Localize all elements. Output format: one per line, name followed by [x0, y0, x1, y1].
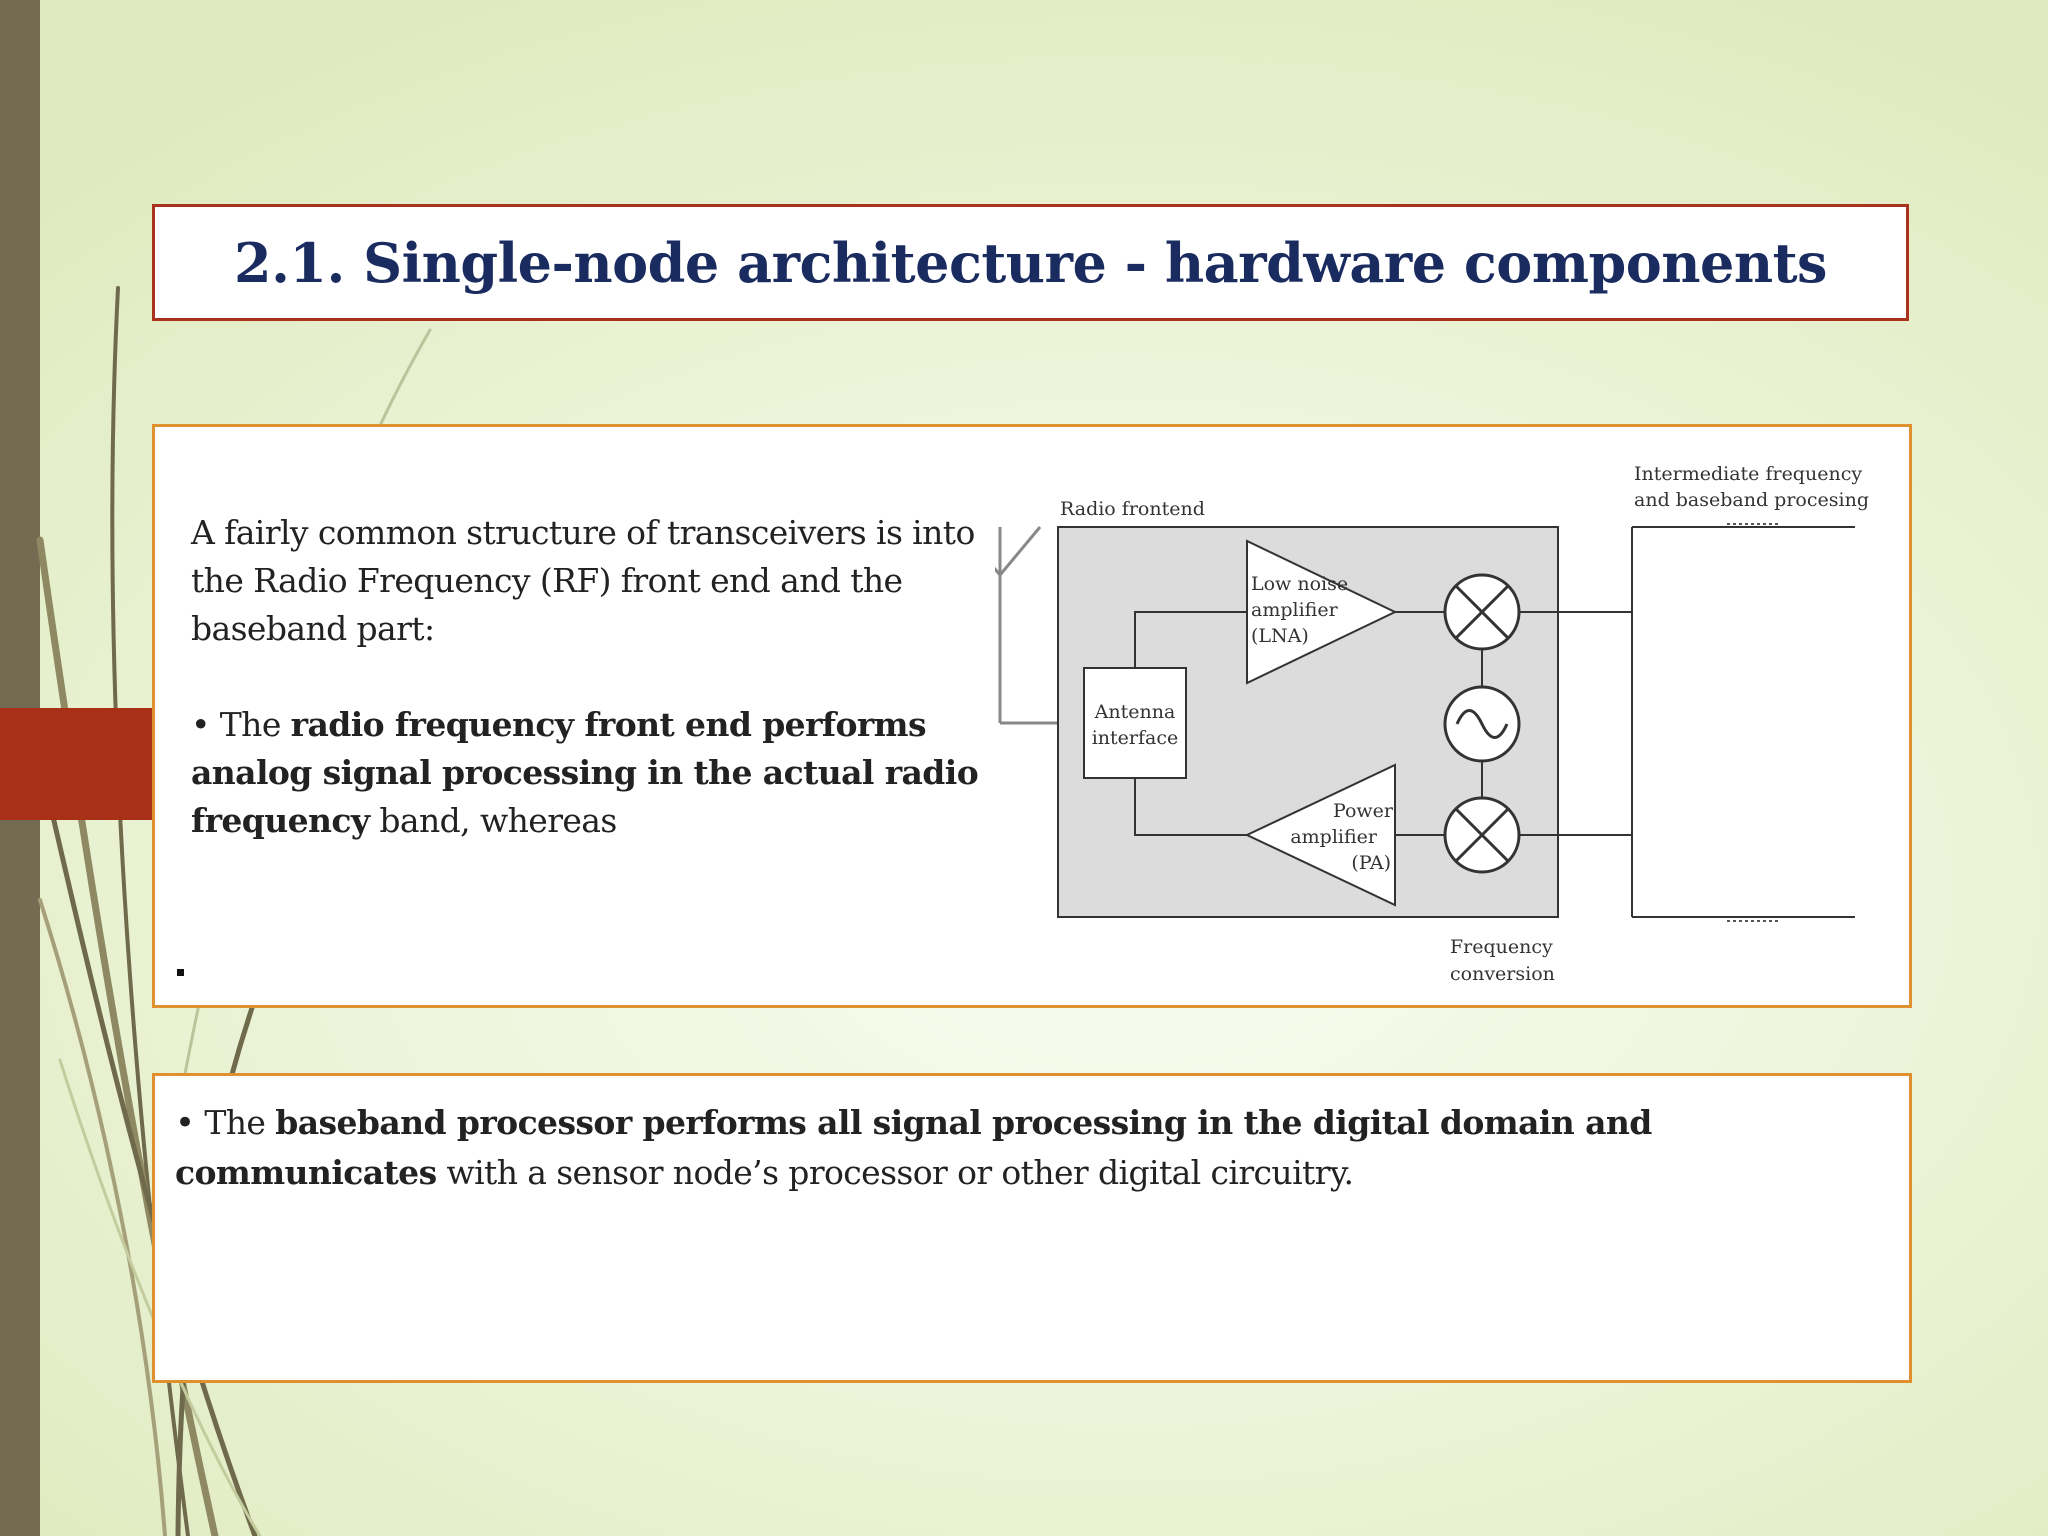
label-pa-3: (PA)	[1351, 852, 1391, 874]
baseband-bullet-lead: The	[204, 1103, 266, 1142]
stray-dot	[177, 969, 184, 976]
lna-amplifier	[1246, 539, 1398, 685]
label-lna-1: Low noise	[1251, 573, 1348, 595]
label-if-line1: Intermediate frequency	[1634, 463, 1862, 485]
transceiver-diagram: Radio frontend Intermediate frequency an…	[995, 463, 1869, 985]
baseband-bullet-rest: with a sensor node’s processor or other …	[446, 1153, 1354, 1192]
title-box: 2.1. Single-node architecture - hardware…	[152, 204, 1909, 321]
intro-text-block: A fairly common structure of transceiver…	[191, 509, 991, 845]
label-antenna-interface-2: interface	[1092, 727, 1179, 749]
label-pa-1: Power	[1333, 800, 1394, 822]
label-pa-2: amplifier	[1290, 826, 1378, 848]
mixer-top-icon	[1443, 573, 1521, 651]
label-antenna-interface-1: Antenna	[1094, 701, 1176, 723]
intro-paragraph: A fairly common structure of transceiver…	[191, 513, 975, 648]
antenna-interface-block	[1083, 667, 1187, 779]
baseband-bullet-bold: baseband processor performs all signal p…	[175, 1103, 1652, 1192]
baseband-bullet: • The baseband processor performs all si…	[175, 1098, 1875, 1198]
rf-bullet-bold: radio frequency front end performs analo…	[191, 705, 979, 840]
label-freq-conv-2: conversion	[1450, 963, 1555, 985]
left-accent-tab	[0, 708, 153, 820]
oscillator-icon	[1443, 685, 1521, 763]
baseband-bullet-marker: •	[175, 1103, 195, 1143]
rf-bullet-marker: •	[191, 705, 210, 744]
pa-amplifier	[1244, 763, 1396, 907]
label-lna-2: amplifier	[1251, 599, 1339, 621]
rf-bullet-lead: The	[219, 705, 282, 744]
rf-bullet: • The radio frequency front end performs…	[191, 701, 991, 845]
content-box: A fairly common structure of transceiver…	[152, 424, 1912, 1008]
slide-title: 2.1. Single-node architecture - hardware…	[234, 230, 1827, 295]
label-freq-conv-1: Frequency	[1450, 936, 1553, 958]
rf-bullet-rest: band, whereas	[379, 801, 617, 840]
baseband-box: • The baseband processor performs all si…	[152, 1073, 1912, 1383]
label-if-line2: and baseband procesing	[1634, 489, 1869, 511]
label-lna-3: (LNA)	[1251, 625, 1309, 647]
label-radio-frontend: Radio frontend	[1060, 498, 1205, 520]
mixer-bottom-icon	[1443, 796, 1521, 874]
